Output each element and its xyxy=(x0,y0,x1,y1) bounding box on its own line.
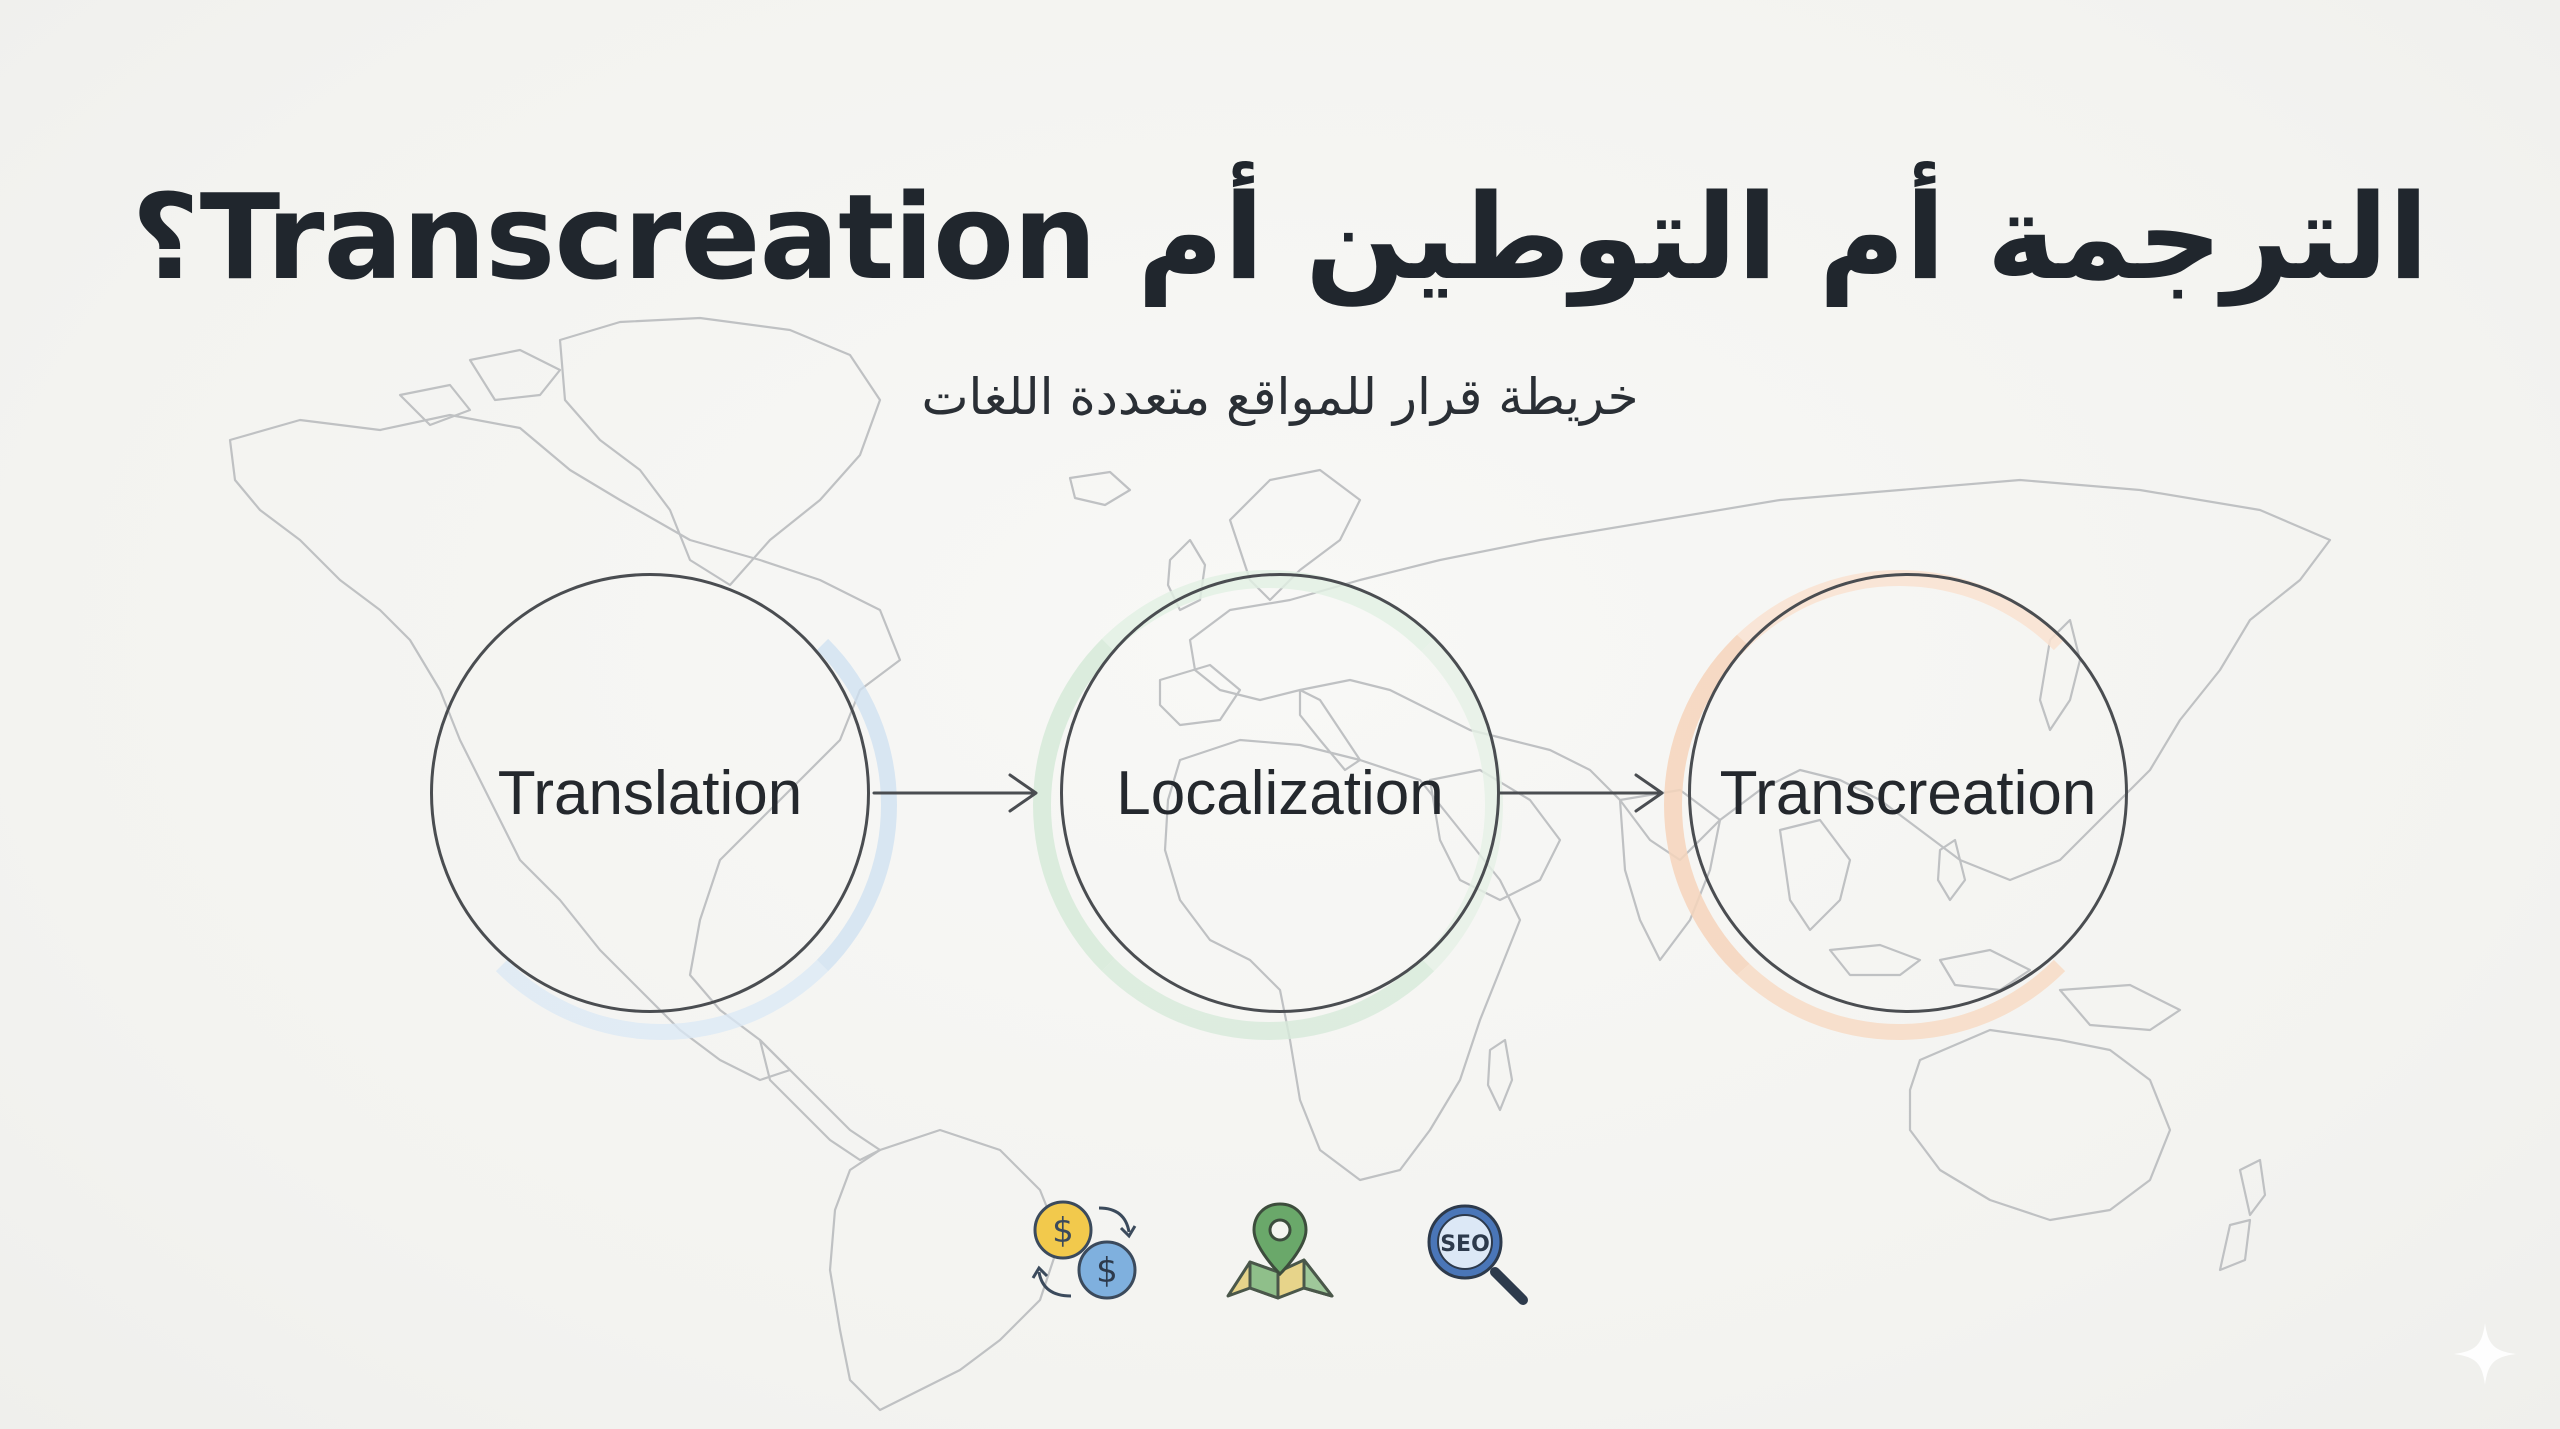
page-subtitle: خريطة قرار للمواقع متعددة اللغات xyxy=(921,368,1639,426)
sparkle-icon xyxy=(2454,1323,2516,1385)
map-central-america xyxy=(758,1038,882,1162)
arrow-head-1 xyxy=(1008,773,1038,813)
svg-text:$: $ xyxy=(1096,1251,1118,1291)
currency-exchange-icon: $ $ xyxy=(1025,1192,1145,1312)
node-translation-label: Translation xyxy=(497,758,803,828)
map-new-zealand-2 xyxy=(2218,1218,2252,1272)
map-pin-icon xyxy=(1220,1190,1340,1310)
svg-text:$: $ xyxy=(1052,1211,1074,1251)
node-localization: Localization xyxy=(1060,573,1500,1013)
map-south-america xyxy=(828,1128,1062,1412)
seo-search-icon: SEO xyxy=(1415,1192,1535,1312)
map-australia xyxy=(1908,1028,2172,1222)
node-translation: Translation xyxy=(430,573,870,1013)
node-transcreation-label: Transcreation xyxy=(1719,758,2097,828)
map-arctic-islands xyxy=(468,348,562,402)
page-title: الترجمة أم التوطين أم Transcreation؟ xyxy=(131,168,2429,306)
svg-text:SEO: SEO xyxy=(1440,1232,1490,1257)
node-transcreation: Transcreation xyxy=(1688,573,2128,1013)
map-arctic-islands-2 xyxy=(398,383,472,427)
node-localization-label: Localization xyxy=(1116,758,1444,828)
map-new-guinea xyxy=(2058,983,2182,1032)
map-new-zealand xyxy=(2238,1158,2267,1217)
map-iceland xyxy=(1068,470,1132,507)
map-madagascar xyxy=(1486,1038,1514,1112)
map-greenland xyxy=(558,316,882,587)
arrow-head-2 xyxy=(1634,773,1664,813)
